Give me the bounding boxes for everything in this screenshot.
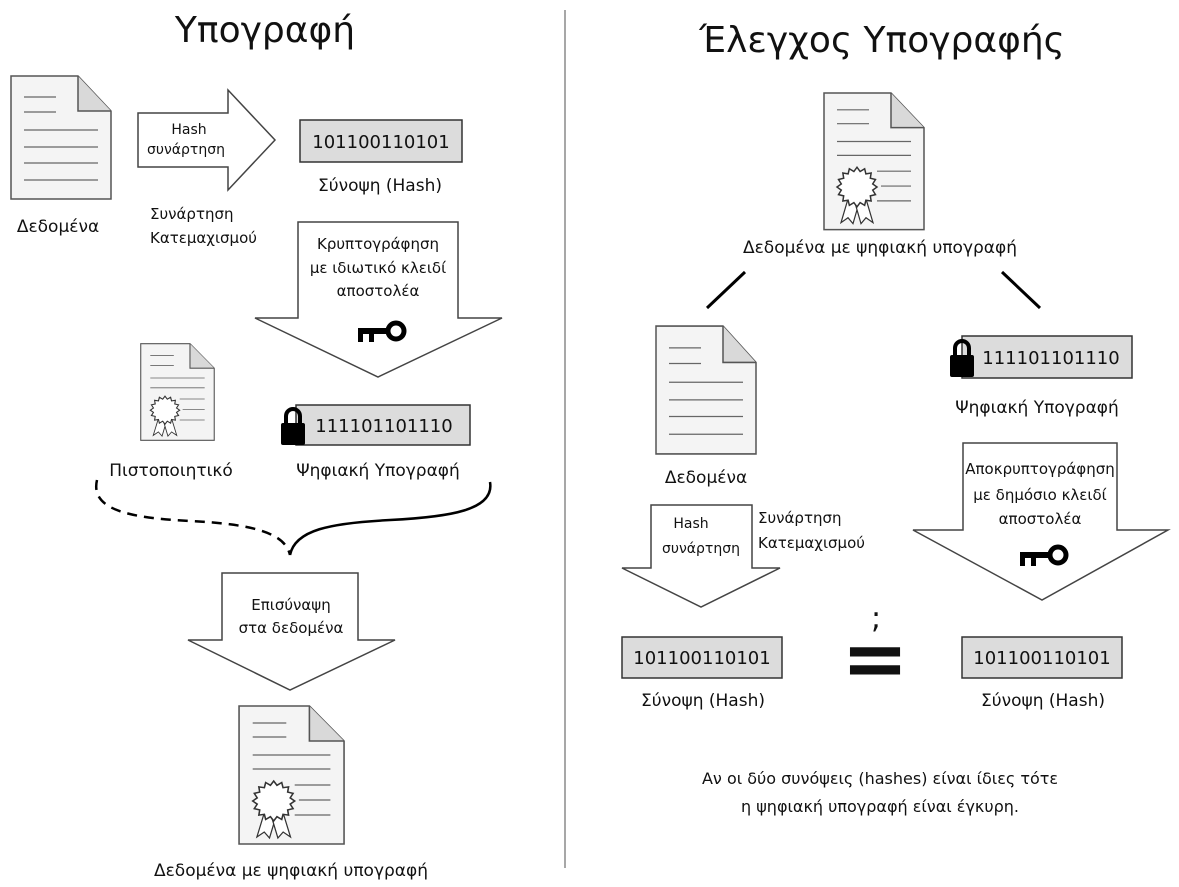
hash-value: 101100110101 — [312, 132, 449, 153]
hash-label: Σύνοψη (Hash) — [318, 176, 442, 196]
computed-hash-box: 101100110101 — [621, 636, 783, 679]
signature-value: 111101101110 — [315, 416, 452, 437]
decrypted-hash-label: Σύνοψη (Hash) — [981, 691, 1105, 711]
decrypted-hash-box: 101100110101 — [961, 636, 1123, 679]
data-label: Δεδομένα — [17, 217, 99, 237]
hash-function-caption-line2: Κατεμαχισμού — [758, 534, 865, 552]
encrypt-arrow-line3: αποστολέα — [337, 282, 420, 300]
signature-value-box: 111101101110 — [279, 404, 471, 447]
equals-sign: = — [841, 612, 908, 705]
computed-hash-value: 101100110101 — [633, 648, 770, 669]
signature-label: Ψηφιακή Υπογραφή — [296, 461, 460, 481]
hash-function-caption-line1: Συνάρτηση — [758, 509, 842, 527]
verification-title: Έλεγχος Υπογραφής — [698, 20, 1065, 61]
signature-label: Ψηφιακή Υπογραφή — [955, 398, 1119, 418]
document-icon — [655, 325, 757, 455]
merge-brace — [94, 479, 492, 556]
decrypted-hash-value: 101100110101 — [973, 648, 1110, 669]
signing-title: Υπογραφή — [174, 10, 355, 51]
signature-value: 111101101110 — [982, 348, 1119, 369]
decrypt-arrow-line3: αποστολέα — [999, 510, 1082, 528]
hash-arrow-line2: συνάρτηση — [662, 541, 740, 557]
hash-arrow-line1: Hash — [673, 516, 708, 532]
attach-arrow-line1: Επισύναψη — [251, 596, 330, 614]
encrypt-arrow-line2: με ιδιωτικό κλειδί — [310, 259, 446, 277]
conclusion-line1: Αν οι δύο συνόψεις (hashes) είναι ίδιες … — [702, 769, 1058, 788]
conclusion-line2: η ψηφιακή υπογραφή είναι έγκυρη. — [741, 797, 1019, 816]
split-line-right — [1000, 270, 1042, 310]
signed-data-label: Δεδομένα με ψηφιακή υπογραφή — [743, 238, 1017, 258]
encrypt-arrow: Κρυπτογράφηση με ιδιωτικό κλειδί αποστολ… — [254, 221, 503, 378]
hash-arrow-line1: Hash — [171, 122, 206, 138]
hash-function-caption-line2: Κατεμαχισμού — [150, 229, 257, 247]
encrypt-arrow-line1: Κρυπτογράφηση — [317, 235, 439, 253]
hash-function-arrow: Hash συνάρτηση — [621, 504, 781, 608]
data-label: Δεδομένα — [665, 468, 747, 488]
decrypt-arrow: Αποκρυπτογράφηση με δημόσιο κλειδί αποστ… — [912, 442, 1171, 601]
document-icon — [10, 75, 112, 200]
certificate-label: Πιστοποιητικό — [109, 461, 233, 481]
signed-document-icon — [239, 706, 344, 844]
attach-arrow: Επισύναψη στα δεδομένα — [187, 572, 396, 691]
attach-arrow-line2: στα δεδομένα — [239, 619, 344, 637]
hash-function-arrow: Hash συνάρτηση — [137, 88, 277, 192]
signed-data-label: Δεδομένα με ψηφιακή υπογραφή — [154, 861, 428, 881]
signature-value-box: 111101101110 — [948, 335, 1133, 379]
lock-icon — [279, 407, 307, 447]
comparison-question-mark: ; — [871, 601, 881, 636]
computed-hash-label: Σύνοψη (Hash) — [641, 691, 765, 711]
hash-function-caption-line1: Συνάρτηση — [150, 205, 234, 223]
decrypt-arrow-line1: Αποκρυπτογράφηση — [965, 460, 1114, 478]
decrypt-arrow-line2: με δημόσιο κλειδί — [973, 486, 1107, 504]
certificate-icon — [141, 344, 215, 441]
split-line-left — [705, 270, 747, 310]
hash-value-box: 101100110101 — [299, 119, 463, 163]
hash-arrow-line2: συνάρτηση — [147, 142, 225, 158]
signed-document-icon — [824, 93, 924, 230]
